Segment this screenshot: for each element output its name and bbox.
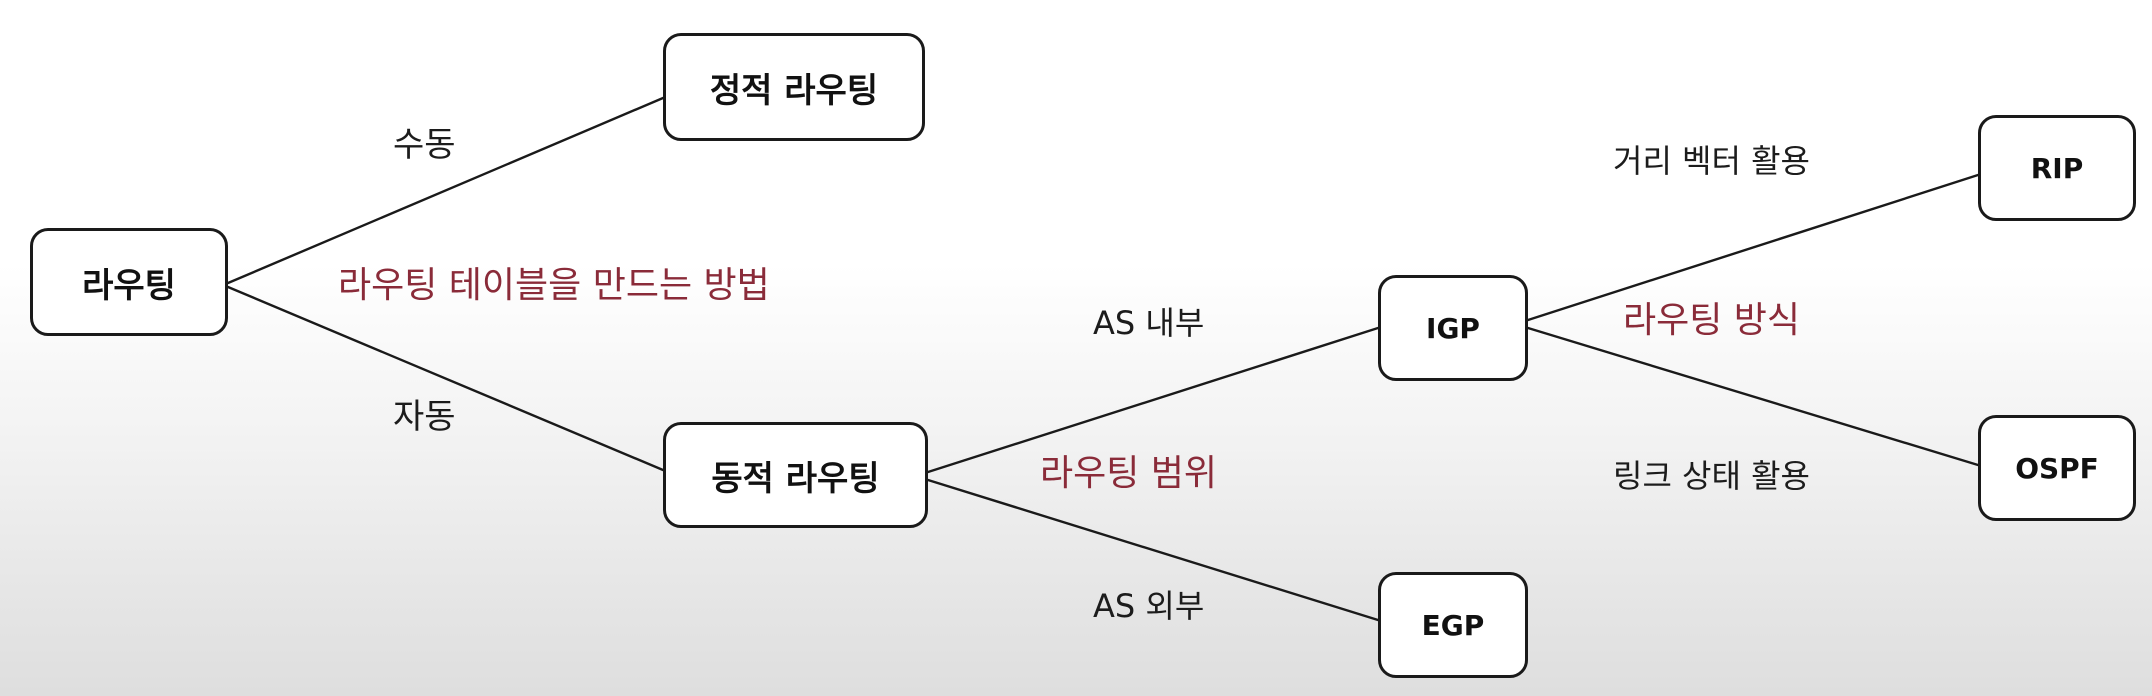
- as-external-label: AS 외부: [1093, 587, 1205, 625]
- edge-igp-ospf: [1526, 326, 1980, 467]
- rip-node-label: RIP: [2030, 151, 2084, 185]
- ospf-node: OSPF: [1978, 415, 2136, 521]
- dynamic-routing-node-label: 동적 라우팅: [711, 458, 880, 499]
- routing-method-label: 라우팅 방식: [1623, 300, 1801, 341]
- table-creation-method-label: 라우팅 테이블을 만드는 방법: [338, 265, 770, 306]
- egp-node-label: EGP: [1421, 608, 1485, 642]
- ospf-node-label: OSPF: [2015, 451, 2099, 485]
- static-routing-node: 정적 라우팅: [663, 33, 925, 141]
- igp-node: IGP: [1378, 275, 1528, 381]
- static-routing-node-label: 정적 라우팅: [709, 70, 879, 111]
- edge-dynamic-egp: [926, 478, 1380, 622]
- rip-node: RIP: [1978, 115, 2136, 221]
- manual-label: 수동: [393, 125, 456, 165]
- routing-scope-label: 라우팅 범위: [1040, 453, 1218, 494]
- edge-routing-static: [226, 96, 665, 285]
- distance-vector-label: 거리 벡터 활용: [1613, 142, 1810, 180]
- as-internal-label: AS 내부: [1093, 304, 1205, 342]
- link-state-label: 링크 상태 활용: [1613, 457, 1810, 495]
- dynamic-routing-node: 동적 라우팅: [663, 422, 928, 528]
- egp-node: EGP: [1378, 572, 1528, 678]
- igp-node-label: IGP: [1426, 311, 1480, 345]
- edge-routing-dynamic: [226, 285, 665, 472]
- edge-igp-rip: [1526, 173, 1980, 322]
- routing-node-label: 라우팅: [82, 265, 176, 306]
- routing-node: 라우팅: [30, 228, 228, 336]
- edge-dynamic-igp: [926, 326, 1380, 474]
- automatic-label: 자동: [393, 397, 456, 437]
